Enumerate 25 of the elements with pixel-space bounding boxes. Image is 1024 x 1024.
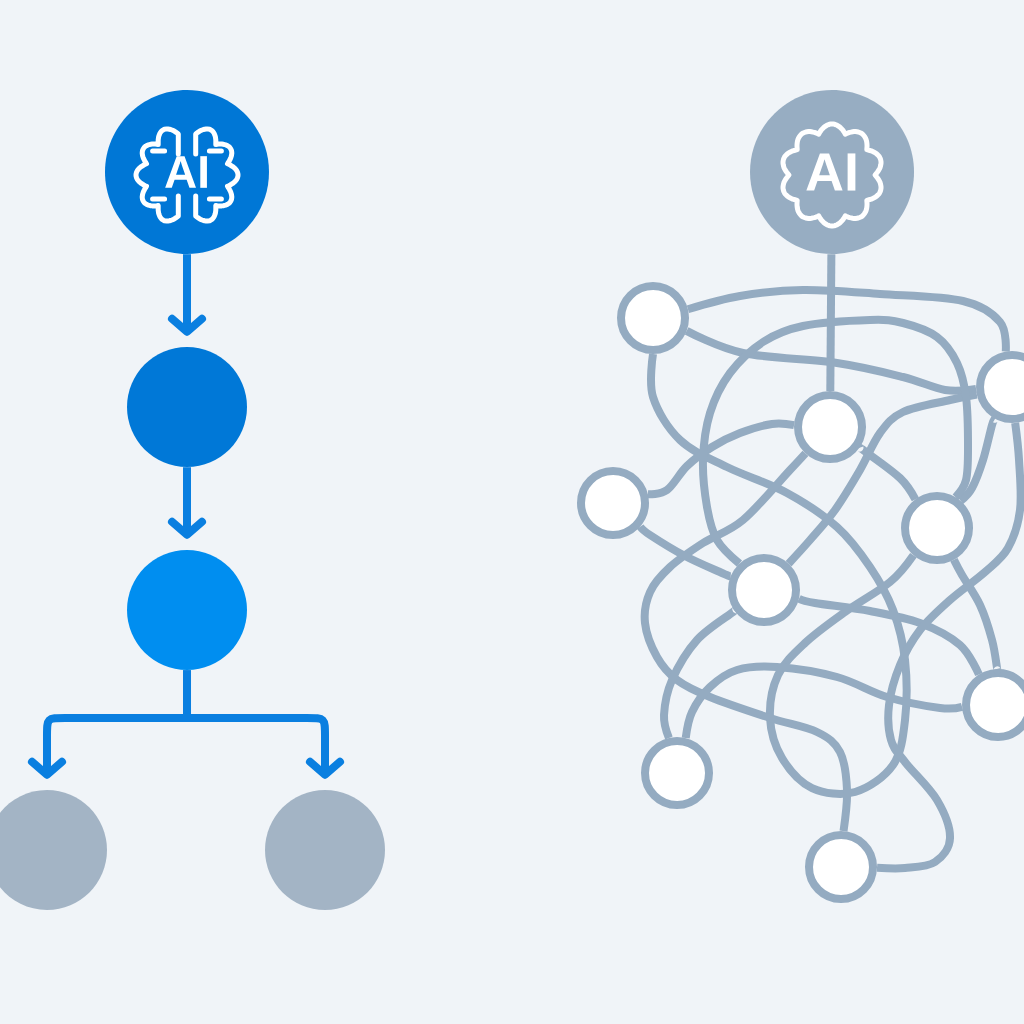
connector-line	[637, 523, 732, 581]
circle-node	[127, 550, 247, 670]
circle-node	[265, 790, 385, 910]
connector-line	[958, 416, 999, 504]
connector-line	[684, 327, 977, 395]
connector-line	[660, 606, 739, 740]
circle-node	[794, 391, 866, 463]
circle-node	[976, 351, 1024, 423]
circle-node	[127, 347, 247, 467]
connector-line	[698, 315, 972, 567]
circle-node	[641, 737, 713, 809]
connector-line	[647, 353, 917, 798]
circle-node	[617, 282, 689, 354]
circle-node: AI	[105, 90, 269, 254]
connector-line	[686, 286, 1010, 352]
connector-line	[647, 419, 795, 499]
connector-line	[797, 595, 983, 677]
connector-line	[681, 662, 963, 739]
circle-node: AI	[750, 90, 914, 254]
connector-line	[857, 444, 919, 502]
circle-node	[577, 467, 649, 539]
circle-node	[962, 669, 1024, 741]
circle-node	[901, 492, 973, 564]
circle-node	[805, 831, 877, 903]
connector-line	[785, 390, 978, 567]
